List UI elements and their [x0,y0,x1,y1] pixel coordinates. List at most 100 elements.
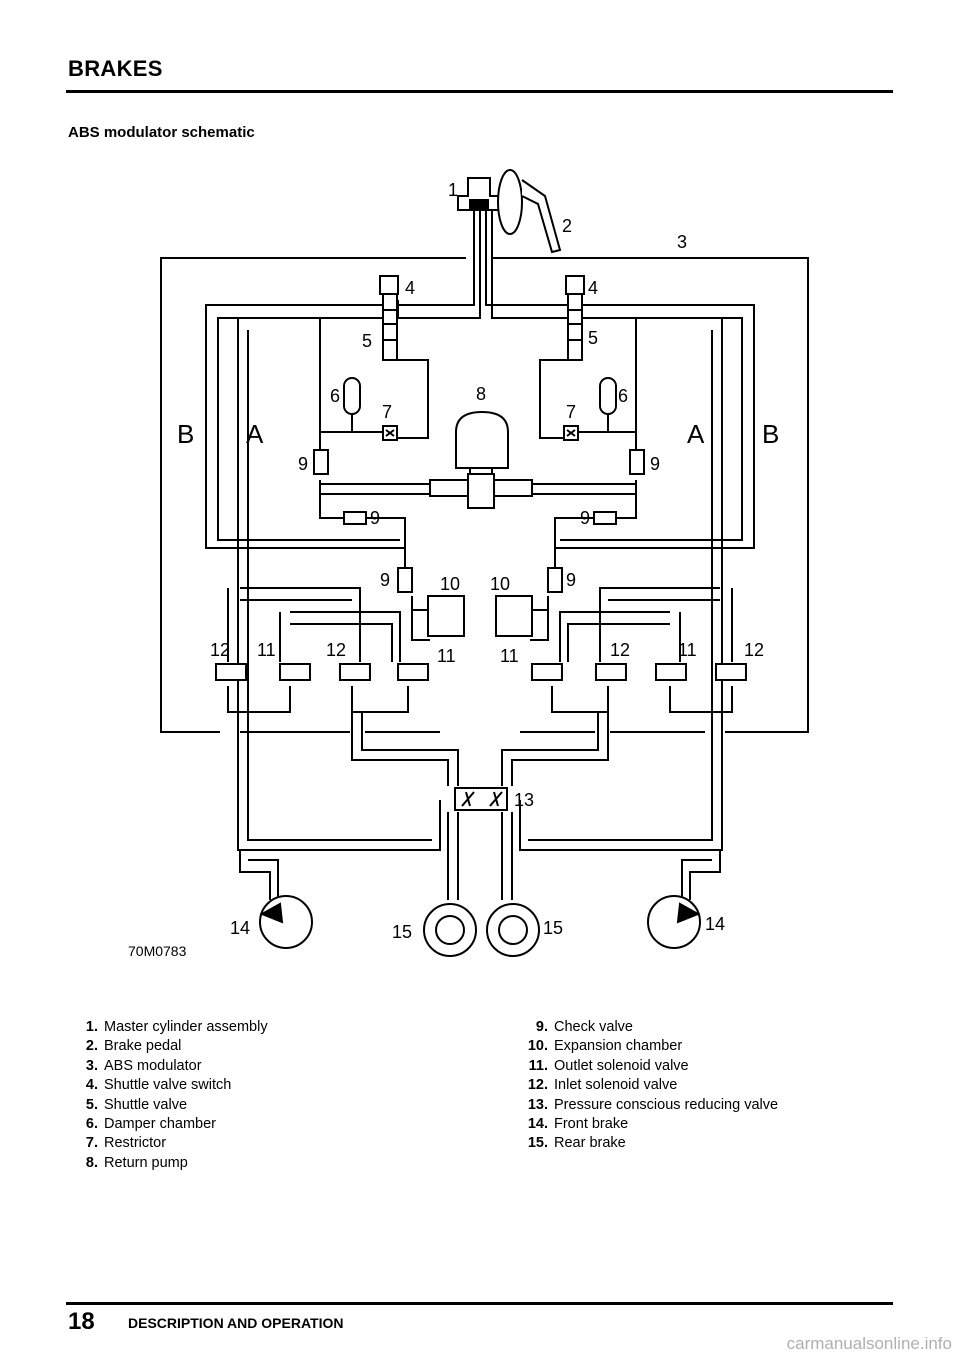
callout-14-left: 14 [230,918,250,938]
circuit-label-b-left: B [177,419,194,449]
modulator-outline [160,257,809,733]
legend-text: Return pump [104,1154,188,1171]
restrictors [382,425,579,441]
legend-num: 3. [85,1057,98,1074]
legend-item: 4. Shuttle valve switch [68,1076,268,1095]
damper-line-right [576,412,636,433]
legend-num: 11. [528,1057,548,1074]
callout-9-f: 9 [566,570,576,590]
callout-9-a: 9 [298,454,308,474]
legend-num: 12. [527,1077,548,1094]
schematic-lines [160,210,809,900]
legend-right: 9.Check valve 10.Expansion chamber 11.Ou… [518,1018,778,1154]
callout-10-right: 10 [490,574,510,594]
legend-item: 8. Return pump [68,1154,268,1173]
legend-text: Rear brake [554,1135,626,1152]
callout-12-d: 12 [744,640,764,660]
circuit-a-right [519,318,723,851]
legend-item: 5. Shuttle valve [68,1096,268,1115]
figure-code: 70M0783 [128,943,187,959]
callout-11-b: 11 [437,646,456,666]
return-pump [429,410,533,509]
pcrv-feed [351,712,609,786]
callout-4-left: 4 [405,278,415,298]
shuttle-valves [379,275,585,361]
legend-num: 2. [85,1038,98,1055]
legend-item: 9.Check valve [518,1018,778,1037]
section-title: ABS modulator schematic [68,124,255,141]
solenoid-return-left [227,686,409,850]
legend-text: Shuttle valve [104,1096,188,1113]
legend-item: 7.Restrictor [68,1134,268,1153]
check-valves [313,449,645,593]
page-number: 18 [68,1308,95,1335]
legend-text: Damper chamber [104,1116,217,1133]
legend-left: 1.Master cylinder assembly 2.Brake pedal… [68,1018,268,1173]
shuttle-loop-left-b [397,300,429,439]
callout-2: 2 [562,216,572,236]
pressure-reducing-valve [454,787,508,811]
solenoid-valves [215,663,747,681]
callout-9-e: 9 [380,570,390,590]
circuit-label-a-left: A [246,419,264,449]
callout-9-b: 9 [650,454,660,474]
callout-9-c: 9 [370,508,380,528]
legend-num: 1. [85,1019,98,1035]
callout-15-left: 15 [392,922,412,942]
callout-7-right: 7 [566,402,576,422]
solenoid-lines-right [559,587,733,662]
legend-item: 6.Damper chamber [68,1115,268,1134]
callout-8: 8 [476,384,486,404]
callout-5-right: 5 [588,328,598,348]
shuttle-loop-left [319,318,406,570]
legend-num: 5. [85,1096,98,1113]
legend-item: 3.ABS modulator [68,1057,268,1076]
legend-num: 10. [527,1038,548,1055]
legend-text: Brake pedal [104,1038,182,1055]
legend-item: 2. Brake pedal [68,1037,268,1056]
master-cylinder [457,169,562,254]
rear-line-right [501,812,513,900]
legend-num: 13. [527,1096,548,1113]
legend-item: 11.Outlet solenoid valve [518,1057,778,1076]
shuttle-loop-right [554,318,637,570]
circuit-a-left-inner [247,330,432,841]
circuit-a-left [237,318,441,851]
abs-modulator-schematic: 1 2 3 4 4 5 5 6 6 7 7 8 9 9 9 9 9 9 10 1… [128,169,809,959]
legend-num: 7. [85,1135,98,1152]
expansion-chambers [427,595,533,637]
callout-5-left: 5 [362,331,372,351]
supply-line-right-inner [491,210,743,541]
wheel-brakes [259,895,701,957]
legend-item: 14.Front brake [518,1115,778,1134]
legend-num: 8. [85,1154,98,1171]
rear-line-left [447,812,459,900]
legend-text: Front brake [554,1116,629,1133]
callout-11-d: 11 [678,640,697,660]
solenoid-lines-left [227,587,401,662]
pump-line [320,483,636,495]
circuit-labels: B A A B [177,419,779,449]
legend-text: Inlet solenoid valve [554,1077,678,1094]
callout-labels: 1 2 3 4 4 5 5 6 6 7 7 8 9 9 9 9 9 9 10 1… [210,180,764,942]
circuit-label-a-right: A [687,419,705,449]
legend-num: 4. [85,1077,98,1094]
legend-text: Shuttle valve switch [104,1077,232,1094]
front-line-left [239,850,279,900]
callout-12-b: 12 [326,640,346,660]
supply-line-left-inner [217,210,481,541]
callout-12-a: 12 [210,640,230,660]
front-line-right [681,850,721,900]
legend-item: 12. Inlet solenoid valve [518,1076,778,1095]
circuit-label-b-right: B [762,419,779,449]
legend-item: 10.Expansion chamber [518,1037,778,1056]
callout-15-right: 15 [543,918,563,938]
solenoid-return-right [551,686,733,850]
callout-10-left: 10 [440,574,460,594]
expansion-lines [411,596,549,641]
callout-1: 1 [448,180,458,200]
legend-text: Pressure conscious reducing valve [554,1096,779,1113]
header-rule [66,90,893,93]
callout-9-d: 9 [580,508,590,528]
callout-4-right: 4 [588,278,598,298]
